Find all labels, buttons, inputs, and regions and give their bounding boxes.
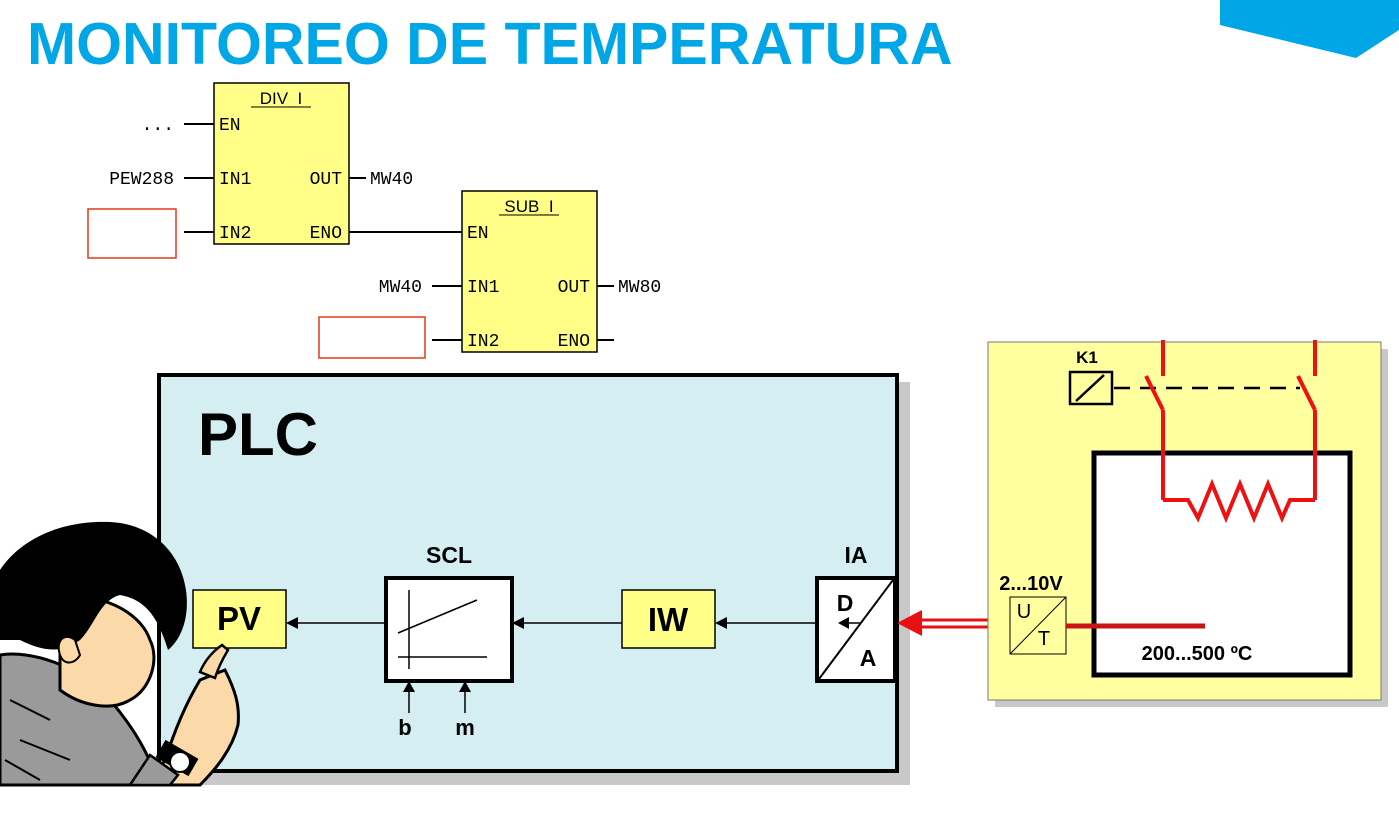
ia-d-label: D: [837, 590, 854, 616]
scl-param-b: b: [398, 715, 411, 740]
heating-resistor-icon: [1163, 478, 1315, 524]
contactor-label: K1: [1076, 348, 1098, 367]
oven-panel: K1 2...10V U T 200...500 ºC: [987, 340, 1388, 707]
div-function-block: DIV_I EN IN1 IN2 OUT ENO ... PEW288 MW40: [87, 82, 413, 259]
transducer-t: T: [1038, 628, 1050, 650]
sub-pin-eno: ENO: [558, 332, 590, 352]
div-pin-out: OUT: [310, 170, 343, 190]
ia-a-label: A: [860, 645, 877, 671]
div-in2-empty-field[interactable]: [87, 208, 177, 259]
person-pointing-icon: [0, 521, 240, 787]
transducer-u: U: [1017, 601, 1031, 623]
scl-label: SCL: [426, 542, 472, 568]
corner-accent-icon: [1220, 0, 1399, 58]
sub-function-block: SUB_I EN IN1 IN2 OUT ENO MW40 MW80: [318, 190, 661, 359]
div-out-output: MW40: [370, 170, 413, 190]
ia-label: IA: [845, 542, 868, 568]
pv-box: [192, 589, 287, 649]
sub-in1-input: MW40: [379, 278, 422, 298]
div-en-input: ...: [142, 116, 174, 136]
div-pin-eno: ENO: [310, 224, 342, 244]
relay-coil-icon: [1068, 370, 1114, 406]
sub-in2-empty-field[interactable]: [318, 316, 426, 359]
div-pin-en: EN: [219, 116, 241, 136]
voltage-range-label: 2...10V: [999, 573, 1063, 595]
oven-chamber: [1091, 450, 1353, 678]
scl-param-m: m: [455, 715, 475, 740]
div-block-name: DIV_I: [260, 89, 303, 108]
sub-pin-in1: IN1: [467, 278, 499, 298]
iw-label: IW: [648, 601, 689, 638]
div-pin-in1: IN1: [219, 170, 251, 190]
page-title: MONITOREO DE TEMPERATURA: [27, 11, 953, 77]
transducer-icon: U T: [1009, 596, 1067, 655]
pv-label: PV: [217, 600, 261, 637]
iw-box: [621, 589, 716, 649]
sub-pin-en: EN: [467, 224, 489, 244]
div-in1-input: PEW288: [109, 170, 174, 190]
plc-box: PLC PV SCL b m IW IA D A: [157, 373, 910, 785]
sub-block-name: SUB_I: [504, 197, 553, 216]
plc-label: PLC: [198, 401, 318, 468]
sub-pin-out: OUT: [558, 278, 591, 298]
sub-out-output: MW80: [618, 278, 661, 298]
sub-pin-in2: IN2: [467, 332, 499, 352]
temperature-range-label: 200...500 ºC: [1142, 643, 1253, 665]
div-pin-in2: IN2: [219, 224, 251, 244]
